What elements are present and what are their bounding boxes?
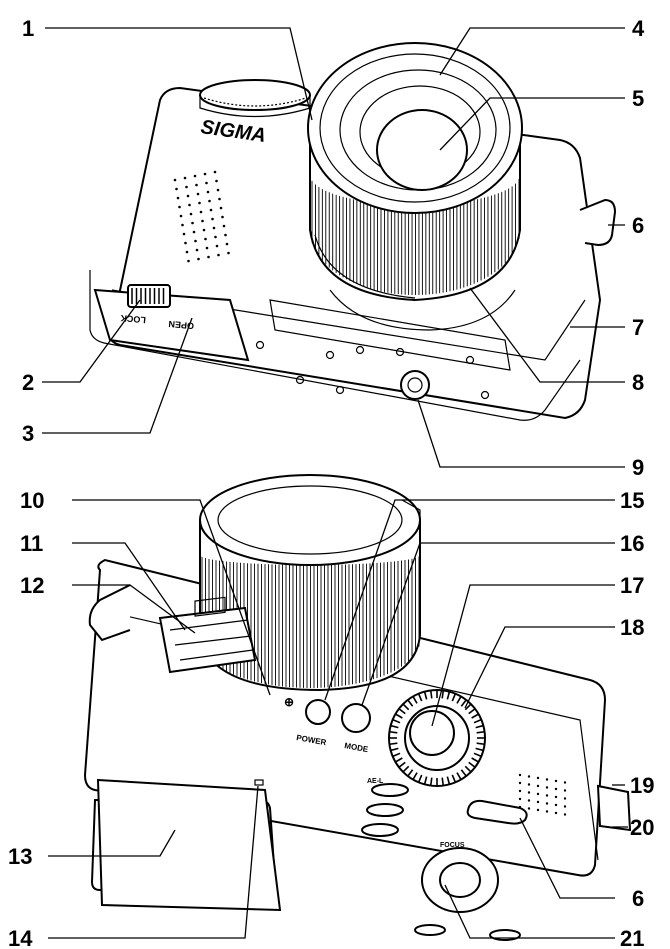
callout-11: 11 [20,531,43,556]
leader-4 [439,27,625,76]
callout-6-front: 6 [632,213,644,238]
bottom-button-left[interactable] [414,924,446,936]
command-dial[interactable] [388,689,486,787]
lens-glass [376,109,468,191]
leader-6b [519,817,615,899]
battery-door: LOCK OPEN [93,284,250,362]
back-lens-barrel [199,474,421,692]
leader-3 [42,317,193,434]
mode-text: MODE [344,741,370,754]
leader-1 [45,27,313,121]
ok-button[interactable] [439,862,481,898]
strap-eyelet-back [466,799,528,825]
callout-7: 7 [632,315,644,340]
leader-18 [464,626,615,709]
callout-8: 8 [632,370,644,395]
speaker-grille [173,170,230,263]
callout-4: 4 [632,16,645,41]
callout-16: 16 [620,531,644,556]
leader-16 [361,542,615,706]
strap-eyelet-left [88,584,131,642]
callout-13: 13 [8,844,32,869]
ae-lock-text: AE-L [367,778,384,785]
front-camera-view: SIGMA LOCK OPEN [89,42,617,421]
callout-17: 17 [620,573,644,598]
flash-symbol-icon: ⊕ [284,695,294,709]
front-lens [307,42,523,331]
ae-lock-button[interactable] [371,783,409,797]
callout-20: 20 [630,815,654,840]
leader-21 [444,884,615,939]
callout-6-back: 6 [632,886,644,911]
leader-8 [469,287,625,383]
callout-10: 10 [20,488,44,513]
leader-5 [439,97,625,151]
status-lamp [254,779,264,786]
leader-15 [324,499,615,701]
callout-12: 12 [20,573,44,598]
callout-2: 2 [22,370,34,395]
callout-9: 9 [632,455,644,480]
callout-numbers: 1 2 3 4 5 6 7 8 9 10 11 12 13 14 15 16 1… [8,16,654,949]
back-camera-view: POWER MODE ⊕ AE-L FOCUS [83,474,632,941]
callout-3: 3 [22,421,34,446]
control-button-b[interactable] [361,823,399,837]
shutter-button[interactable] [409,710,455,756]
terminal-cover [596,784,632,832]
top-dial-gear [199,79,311,118]
power-button[interactable] [305,699,331,725]
tripod-socket [400,370,430,400]
callout-1: 1 [22,16,34,41]
strap-eyelet-front [579,198,617,247]
focus-text: FOCUS [440,842,465,849]
leader-2 [42,299,141,383]
callout-18: 18 [620,615,644,640]
leader-14 [48,785,259,939]
callout-15: 15 [620,488,644,513]
leader-13 [48,829,176,857]
callout-leader-lines [42,27,628,939]
callout-14: 14 [8,926,33,949]
callout-19: 19 [630,773,654,798]
leader-10 [72,499,271,696]
leader-12 [72,584,196,634]
leader-17 [431,584,615,727]
mode-button[interactable] [341,703,371,733]
callout-5: 5 [632,86,644,111]
control-button-a[interactable] [366,803,404,817]
leader-9 [417,399,625,468]
leader-11 [72,542,186,631]
lock-text: LOCK [120,313,147,325]
callout-21: 21 [620,926,644,949]
